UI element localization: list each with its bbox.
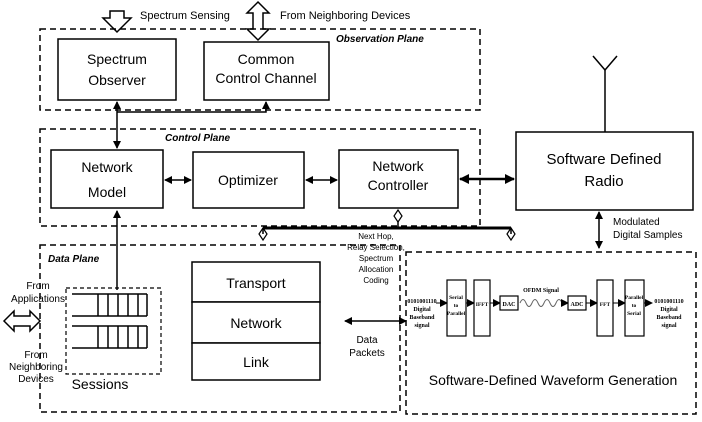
software-defined-radio-box — [515, 131, 694, 211]
svg-text:to: to — [454, 303, 459, 309]
parallel-to-serial-block — [624, 279, 645, 337]
svg-text:Coding: Coding — [363, 276, 388, 285]
p2s-label: Parallel to Serial — [625, 295, 644, 317]
ifft-label: IFFT — [476, 302, 489, 308]
output-bits-label: 0101001110 Digital Baseband signal — [654, 299, 683, 329]
spectrum-observer-label-1: Spectrum — [87, 51, 147, 67]
dac-block — [499, 295, 519, 311]
ifft-block — [473, 279, 491, 337]
waveform-generation-box — [405, 251, 697, 415]
svg-text:Serial: Serial — [449, 295, 463, 301]
svg-text:Baseband: Baseband — [409, 315, 435, 321]
network-model-label-1: Network — [81, 159, 133, 175]
sessions-dashed-box — [65, 287, 162, 375]
ccc-connector — [117, 101, 270, 113]
svg-text:Parallel: Parallel — [447, 311, 466, 317]
svg-text:Relay Selection,: Relay Selection, — [347, 243, 405, 252]
observation-plane — [39, 28, 481, 111]
input-bits-label: 0101001110 Digital Baseband signal — [407, 299, 436, 329]
link-layer-box — [191, 342, 321, 381]
svg-text:Baseband: Baseband — [656, 315, 682, 321]
common-control-channel-box — [203, 41, 330, 101]
svg-text:signal: signal — [661, 323, 676, 329]
common-control-channel-label-1: Common — [238, 51, 295, 67]
transport-layer-label: Transport — [226, 275, 286, 291]
network-layer-label: Network — [230, 315, 282, 331]
fft-block — [596, 279, 614, 337]
dac-label: DAC — [503, 302, 516, 308]
svg-text:0101001110: 0101001110 — [407, 299, 436, 305]
neighbor-devices-arrow-icon — [245, 0, 271, 42]
network-layer-box — [191, 301, 321, 344]
svg-text:signal: signal — [414, 323, 429, 329]
data-plane-label: Data Plane — [48, 254, 100, 265]
svg-text:Parallel: Parallel — [625, 295, 644, 301]
data-packets-label-2: Packets — [349, 348, 385, 359]
antenna-icon — [592, 55, 618, 132]
data-packets-label-1: Data — [356, 335, 378, 346]
sessions-label: Sessions — [72, 376, 129, 392]
samples-label-2: Digital Samples — [613, 230, 682, 241]
spectrum-observer-box — [57, 38, 177, 101]
observation-plane-label: Observation Plane — [336, 34, 424, 45]
optimizer-box — [192, 151, 305, 209]
spectrum-sensing-arrow-icon — [101, 10, 133, 34]
control-plane — [39, 128, 481, 227]
svg-text:Digital: Digital — [413, 307, 431, 313]
from-applications-2: Applications — [11, 294, 65, 305]
control-plane-label: Control Plane — [165, 133, 230, 144]
ofdm-signal-wave — [519, 299, 563, 307]
network-controller-label-1: Network — [372, 158, 424, 174]
svg-text:Serial: Serial — [627, 311, 641, 317]
svg-text:Allocation: Allocation — [359, 265, 394, 274]
svg-text:Spectrum: Spectrum — [359, 254, 394, 263]
network-model-box — [50, 149, 164, 209]
from-applications-1: From — [26, 281, 49, 292]
waveform-generation-title: Software-Defined Waveform Generation — [429, 372, 677, 388]
fft-label: FFT — [600, 302, 611, 308]
session-queue-1 — [72, 293, 148, 317]
from-neighboring-1: From — [24, 350, 47, 361]
serial-to-parallel-block — [446, 279, 467, 337]
network-controller-label-2: Controller — [368, 177, 429, 193]
s2p-label: Serial to Parallel — [447, 295, 466, 317]
svg-text:Next Hop,: Next Hop, — [358, 232, 394, 241]
svg-text:to: to — [632, 303, 637, 309]
session-queue-2 — [72, 325, 148, 349]
ofdm-signal-label: OFDM Signal — [523, 288, 559, 294]
spectrum-observer-label-2: Observer — [88, 72, 146, 88]
network-controller-box — [338, 149, 459, 209]
sdr-label-2: Radio — [584, 173, 623, 190]
neighbor-devices-label: From Neighboring Devices — [280, 10, 411, 22]
transport-layer-box — [191, 261, 321, 303]
spectrum-sensing-label: Spectrum Sensing — [140, 10, 230, 22]
data-plane — [39, 244, 401, 413]
link-layer-label: Link — [243, 354, 270, 370]
sdr-label-1: Software Defined — [546, 151, 661, 168]
from-neighboring-2: Neighboring — [9, 362, 63, 373]
from-neighboring-3: Devices — [18, 374, 54, 385]
controller-output-diamond — [393, 208, 403, 224]
optimizer-label: Optimizer — [218, 172, 278, 188]
svg-text:Digital: Digital — [660, 307, 678, 313]
samples-label-1: Modulated — [613, 217, 660, 228]
control-output-label: Next Hop, Relay Selection, Spectrum Allo… — [347, 232, 405, 285]
network-model-label-2: Model — [88, 184, 126, 200]
adc-label: ADC — [571, 302, 584, 308]
app-input-arrow-icon — [2, 309, 42, 333]
common-control-channel-label-2: Control Channel — [215, 70, 316, 86]
svg-text:0101001110: 0101001110 — [654, 299, 683, 305]
